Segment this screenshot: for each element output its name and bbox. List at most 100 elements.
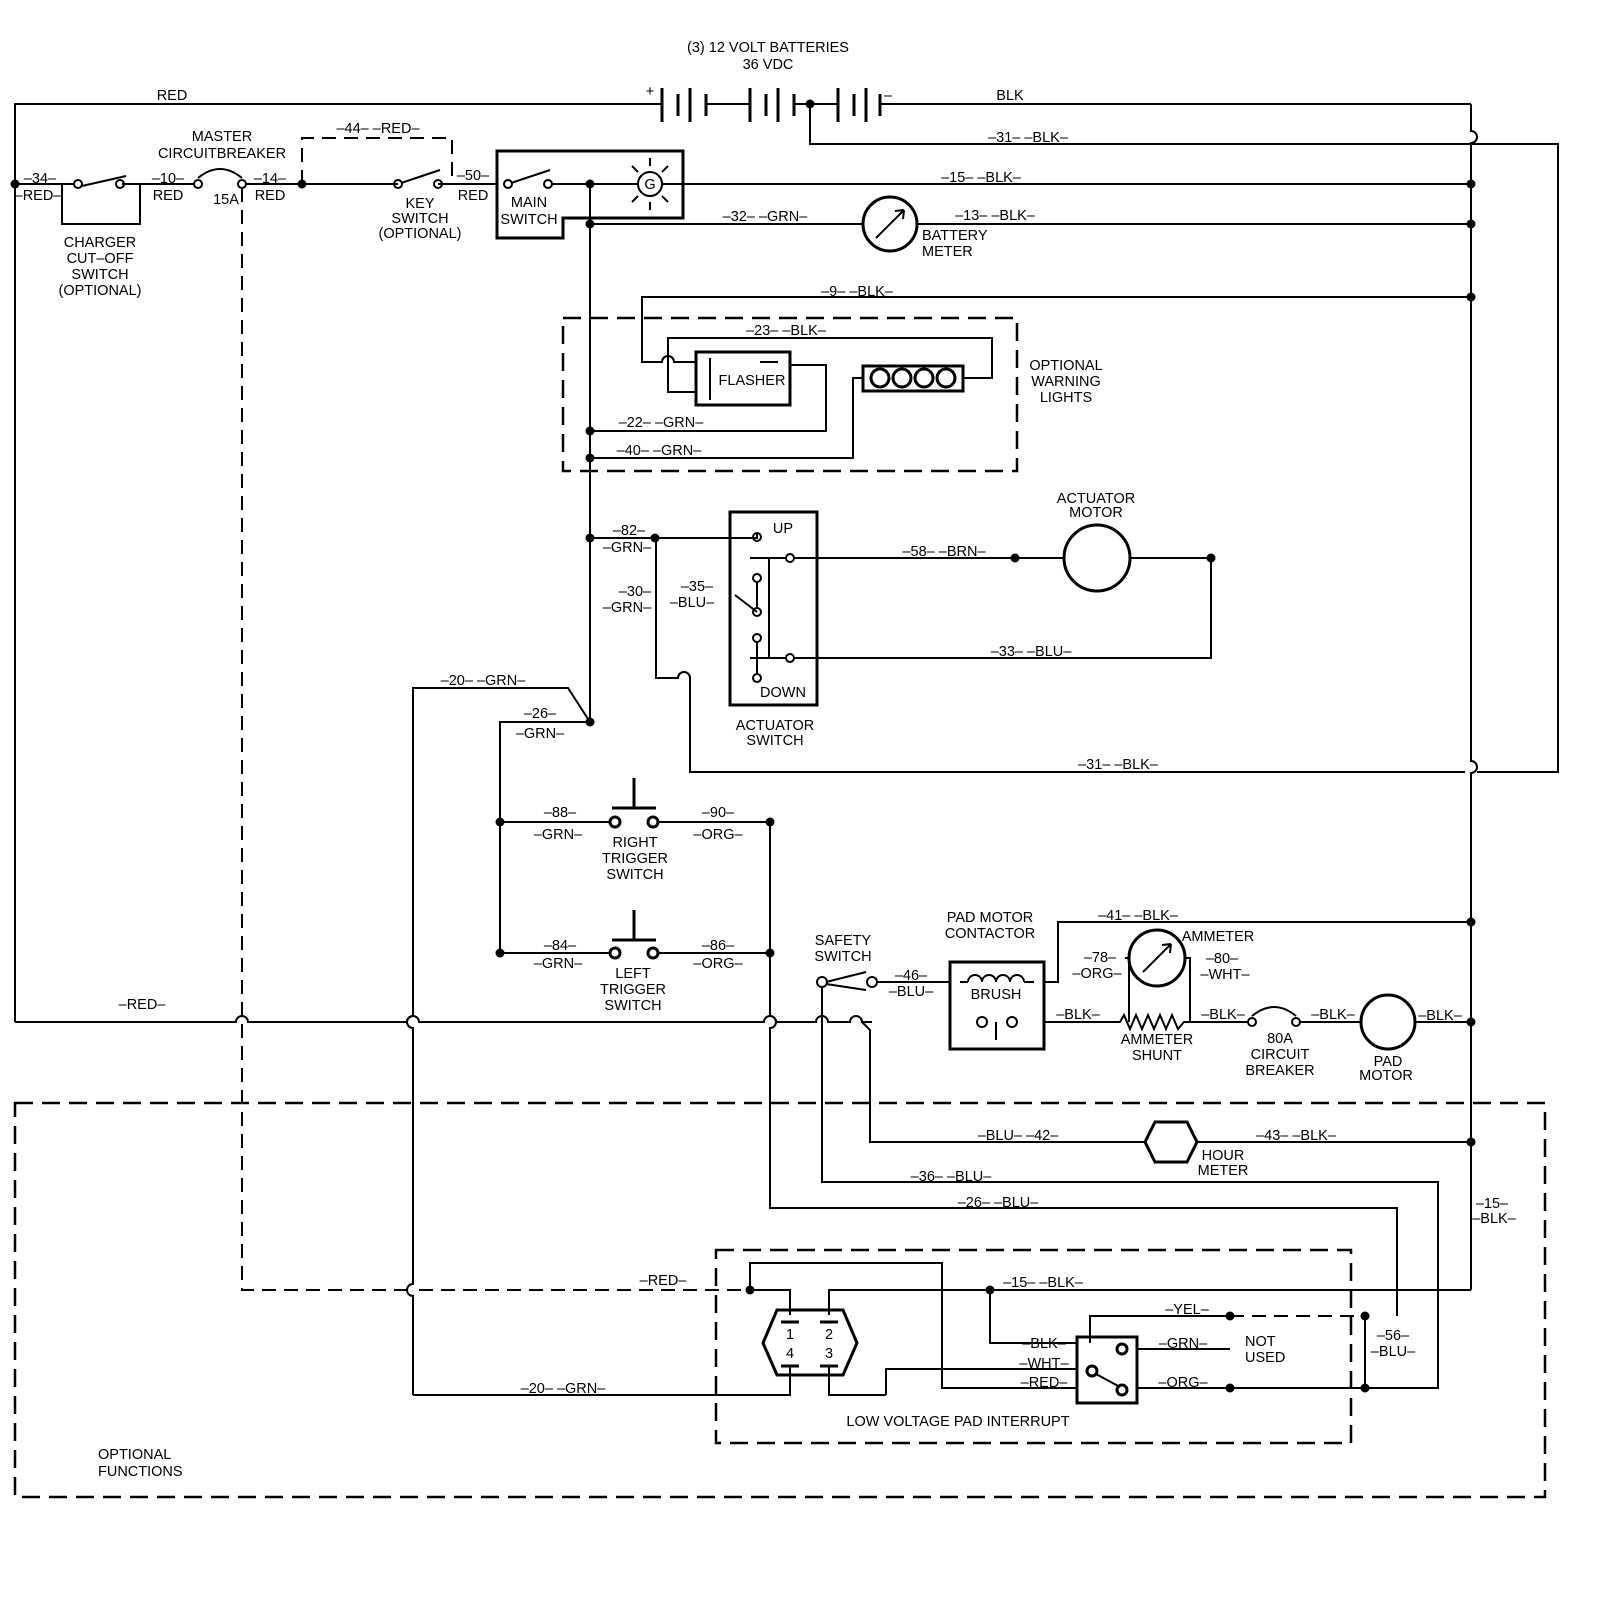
label-down: DOWN	[760, 685, 806, 701]
label-w31-top: –31– –BLK–	[988, 130, 1069, 146]
junction-dot	[297, 179, 307, 189]
label-cb1: 80A	[1267, 1031, 1293, 1047]
label-ss2: SWITCH	[814, 949, 871, 965]
junction-dot	[1466, 179, 1476, 189]
wire-red-main	[14, 103, 662, 1022]
label-w40: –40– –GRN–	[617, 443, 703, 459]
label-owl1: OPTIONAL	[1029, 358, 1102, 374]
label-flasher: FLASHER	[719, 373, 786, 389]
label-mcb2: CIRCUITBREAKER	[158, 146, 286, 162]
label-of1: OPTIONAL	[98, 1447, 171, 1463]
label-w22: –22– –GRN–	[619, 415, 705, 431]
label-red-bottom: –RED–	[119, 997, 167, 1013]
label-lvpi: LOW VOLTAGE PAD INTERRUPT	[846, 1414, 1069, 1430]
label-as2: SWITCH	[746, 733, 803, 749]
label-w10c: RED	[153, 188, 184, 204]
junction-dot	[1225, 1383, 1235, 1393]
label-w46c: –BLU–	[889, 984, 934, 1000]
wire-9-blk	[641, 296, 1471, 363]
pad-motor-contactor	[948, 960, 1046, 1051]
junction-dot	[495, 948, 505, 958]
label-w50: –50–	[457, 168, 490, 184]
junction-dot	[585, 533, 595, 543]
junction-dot	[650, 533, 660, 543]
battery-pack	[660, 88, 1471, 122]
label-hm1: HOUR	[1202, 1148, 1245, 1164]
label-w33: –33– –BLU–	[991, 644, 1073, 660]
junction-dot	[985, 1285, 995, 1295]
label-ammeter: AMMETER	[1182, 929, 1255, 945]
label-w14: –14–	[254, 171, 287, 187]
label-w80c: –WHT–	[1200, 967, 1250, 983]
label-w31-mid: –31– –BLK–	[1078, 757, 1159, 773]
label-w13: –13– –BLK–	[955, 208, 1036, 224]
label-pmc2: CONTACTOR	[945, 926, 1036, 942]
wire-trigger-rows	[500, 821, 1398, 1316]
junction-dot	[585, 179, 595, 189]
wire-20-grn	[406, 687, 591, 1395]
main-switch	[495, 149, 685, 240]
label-w88: –88–	[544, 805, 577, 821]
low-voltage-pad-interrupt-box	[714, 1248, 1353, 1445]
label-amp15: 15A	[213, 192, 239, 208]
label-of2: FUNCTIONS	[98, 1464, 183, 1480]
label-w9: –9– –BLK–	[821, 284, 894, 300]
actuator-switch	[728, 510, 819, 707]
label-owl2: WARNING	[1031, 374, 1101, 390]
label-w23: –23– –BLK–	[746, 323, 827, 339]
label-w42: –BLU– –42–	[978, 1128, 1060, 1144]
safety-switch	[816, 971, 878, 991]
junction-dot	[1225, 1311, 1235, 1321]
junction-dot	[585, 219, 595, 229]
label-key2: SWITCH	[391, 211, 448, 227]
label-w26b: –26– –BLU–	[958, 1195, 1040, 1211]
junction-dot	[10, 179, 20, 189]
label-w44: –44– –RED–	[336, 121, 420, 137]
label-w90: –90–	[702, 805, 735, 821]
label-w88c: –GRN–	[534, 827, 583, 843]
label-w30: –30–	[619, 584, 652, 600]
right-trigger-switch	[608, 778, 660, 829]
charger-cutoff-switch	[61, 175, 141, 225]
label-w36: –36– –BLU–	[911, 1169, 993, 1185]
junction-dot	[1360, 1383, 1370, 1393]
battery-meter	[861, 195, 919, 253]
wire-31-blk	[655, 104, 1559, 773]
label-pin4: 4	[786, 1346, 794, 1362]
label-cb3: BREAKER	[1245, 1063, 1314, 1079]
left-trigger-switch	[608, 910, 660, 960]
junction-dot	[745, 1285, 755, 1295]
label-pm2: MOTOR	[1359, 1068, 1413, 1084]
label-blk-sw: –BLK–	[1022, 1336, 1066, 1352]
junction-dots	[10, 99, 1476, 1393]
junction-dot	[1466, 1017, 1476, 1027]
label-red-sw: –RED–	[1021, 1375, 1069, 1391]
optional-functions-box	[13, 1101, 1547, 1499]
label-w43: –43– –BLK–	[1256, 1128, 1337, 1144]
label-ch2: CUT–OFF	[67, 251, 134, 267]
label-nu2: USED	[1245, 1350, 1285, 1366]
wire-26-grn	[499, 721, 590, 953]
label-gen: G	[644, 177, 655, 193]
label-rt3: SWITCH	[606, 867, 663, 883]
junction-dot	[1360, 1311, 1370, 1321]
label-w32: –32– –GRN–	[723, 209, 809, 225]
ammeter	[1125, 928, 1191, 1022]
wire-44-red	[301, 137, 453, 184]
label-main1: MAIN	[511, 195, 547, 211]
wire-pad-motor-circuit	[1044, 1012, 1471, 1032]
label-wht-sw: –WHT–	[1019, 1356, 1069, 1372]
label-w20b: –20– –GRN–	[521, 1381, 607, 1397]
label-w20: –20– –GRN–	[441, 673, 527, 689]
wire-41-blk	[1044, 921, 1471, 983]
label-w15-top: –15– –BLK–	[941, 170, 1022, 186]
label-red-dash: –RED–	[640, 1273, 688, 1289]
junction-dot	[1206, 553, 1216, 563]
wire-42-blu	[861, 1021, 1471, 1143]
wire-58-brn	[794, 557, 1212, 659]
junction-dot	[1010, 553, 1020, 563]
label-pin2: 2	[825, 1327, 833, 1343]
junction-dot	[1466, 1137, 1476, 1147]
actuator-contacts	[750, 532, 795, 683]
label-w80: –80–	[1206, 951, 1239, 967]
